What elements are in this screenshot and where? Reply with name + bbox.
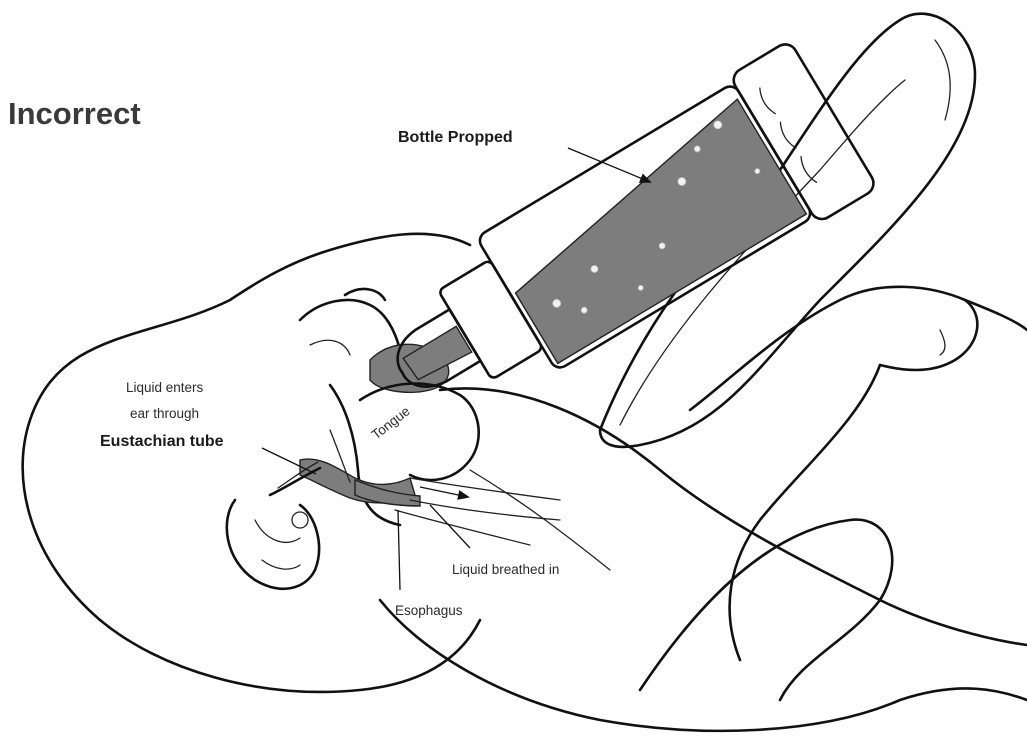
baby-arm [640,520,892,700]
esophagus-leader [398,510,400,590]
annotations [262,148,650,590]
title: Incorrect [8,96,141,131]
bottle-arrow [568,148,650,182]
esophagus-label: Esophagus [395,603,463,618]
breathed-leader [430,505,470,548]
baby-leg [690,287,1027,660]
tongue-label: Tongue [369,403,413,442]
bottle [358,40,878,447]
liquid-enters-label: Liquid enters [126,380,204,395]
baby-body [380,388,1027,730]
baby-head [23,234,480,692]
bottle-label: Bottle Propped [398,129,513,146]
ear-through-label: ear through [130,406,199,421]
breathed-arrow [420,487,468,497]
breathed-label: Liquid breathed in [452,562,559,577]
eustachian-label: Eustachian tube [100,433,224,450]
